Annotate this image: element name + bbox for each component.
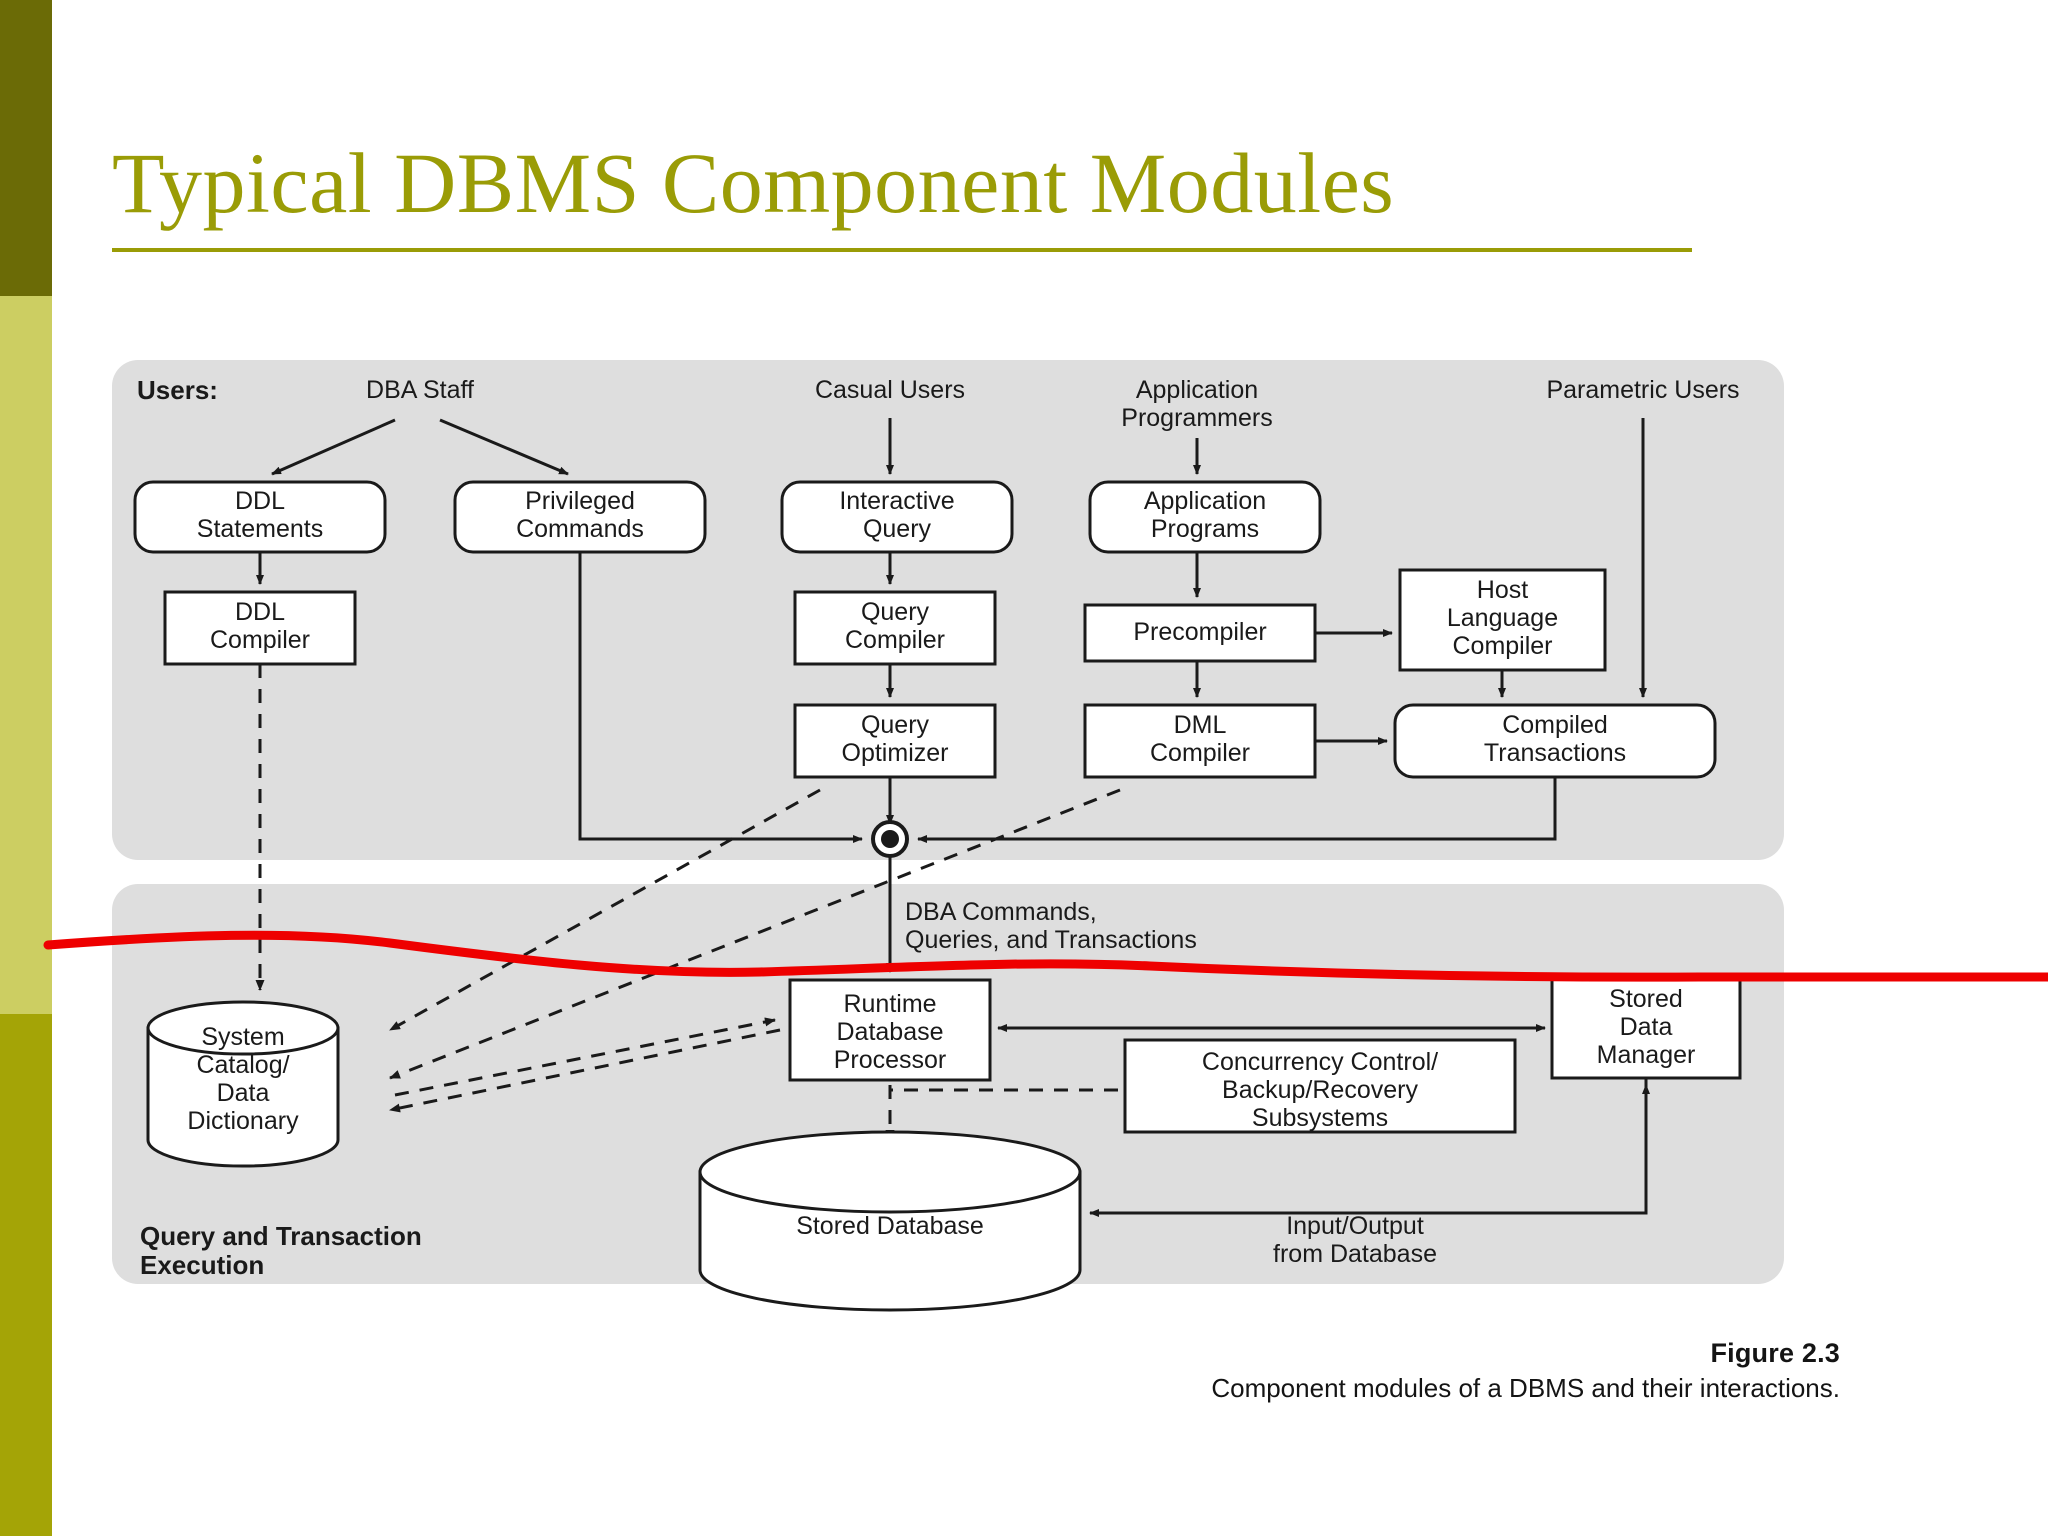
node-interactive-query — [780, 480, 1014, 554]
node-privileged-commands — [453, 480, 707, 554]
node-concurrency-control — [1123, 1038, 1517, 1134]
figure-caption-text: Component modules of a DBMS and their in… — [1211, 1373, 1840, 1403]
node-query-compiler — [793, 590, 997, 666]
node-query-optimizer — [793, 703, 997, 779]
sidebar-band-top — [0, 0, 52, 296]
page-title: Typical DBMS Component Modules — [112, 135, 1395, 231]
node-runtime-database-processor — [788, 978, 992, 1082]
edge-privileged-to-junction — [578, 552, 863, 843]
node-compiled-transactions — [1393, 703, 1717, 779]
edge-dba-to-privileged — [439, 418, 569, 476]
edge-optimizer-to-catalog — [389, 788, 821, 1032]
decorative-sidebar — [0, 0, 52, 1536]
node-stored-database — [698, 1130, 1082, 1312]
sidebar-band-bottom — [0, 1014, 52, 1536]
junction-node — [871, 820, 909, 858]
figure-caption-title: Figure 2.3 — [1710, 1338, 1840, 1368]
node-system-catalog — [146, 1000, 340, 1168]
edge-compiled-to-junction — [917, 777, 1557, 843]
edge-dml-to-catalog — [389, 788, 1121, 1080]
node-dml-compiler — [1083, 703, 1317, 779]
sidebar-band-middle — [0, 296, 52, 1014]
edge-dba-to-ddl — [271, 418, 396, 476]
node-stored-data-manager — [1550, 976, 1742, 1080]
node-application-programs — [1088, 480, 1322, 554]
query-execution-panel — [112, 884, 1784, 1284]
node-host-language-compiler — [1398, 568, 1607, 672]
node-precompiler — [1083, 603, 1317, 663]
node-ddl-compiler — [163, 590, 357, 666]
node-ddl-statements — [133, 480, 387, 554]
figure-caption: Figure 2.3 Component modules of a DBMS a… — [980, 1338, 1840, 1404]
title-underline — [112, 248, 1692, 252]
title-block: Typical DBMS Component Modules — [112, 135, 1692, 252]
edge-runtime-to-catalog — [389, 1028, 781, 1113]
